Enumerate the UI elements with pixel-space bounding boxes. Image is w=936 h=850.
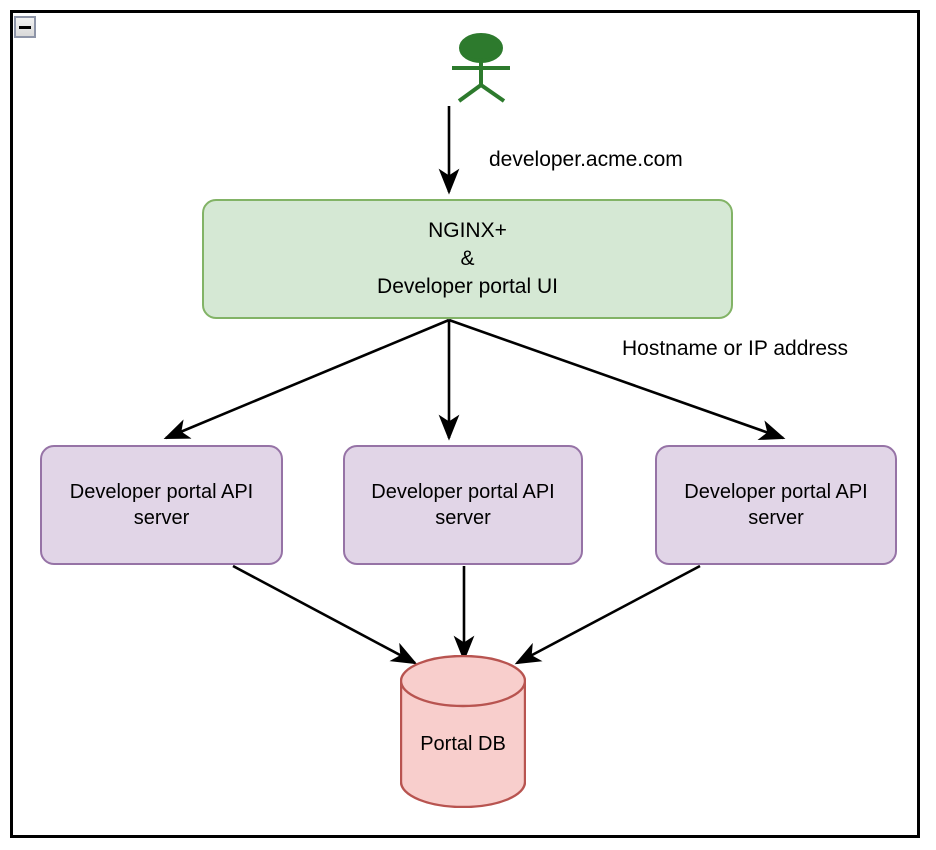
minus-bar [19, 25, 31, 29]
database-cylinder-icon [399, 654, 527, 809]
node-api-server-3[interactable]: Developer portal API server [655, 445, 897, 565]
node-api-server-2[interactable]: Developer portal API server [343, 445, 583, 565]
nginx-line-2: & [460, 247, 475, 271]
nginx-line-1: NGINX+ [428, 219, 507, 243]
portal-database-label: Portal DB [420, 733, 506, 755]
node-api-server-1[interactable]: Developer portal API server [40, 445, 283, 565]
edge-label-domain: developer.acme.com [489, 148, 683, 171]
api-server-3-label: Developer portal API server [684, 480, 868, 529]
api-server-2-label: Developer portal API server [371, 480, 555, 529]
collapse-minus-icon[interactable] [14, 16, 36, 38]
node-nginx-developer-portal-ui[interactable]: NGINX+ & Developer portal UI [202, 199, 733, 319]
nginx-line-3: Developer portal UI [377, 274, 558, 298]
api-server-1-label: Developer portal API server [69, 480, 254, 529]
nginx-node-text: NGINX+ & Developer portal UI [377, 217, 558, 300]
node-portal-database[interactable]: Portal DB [399, 654, 527, 809]
edge-label-hostname: Hostname or IP address [622, 337, 849, 360]
